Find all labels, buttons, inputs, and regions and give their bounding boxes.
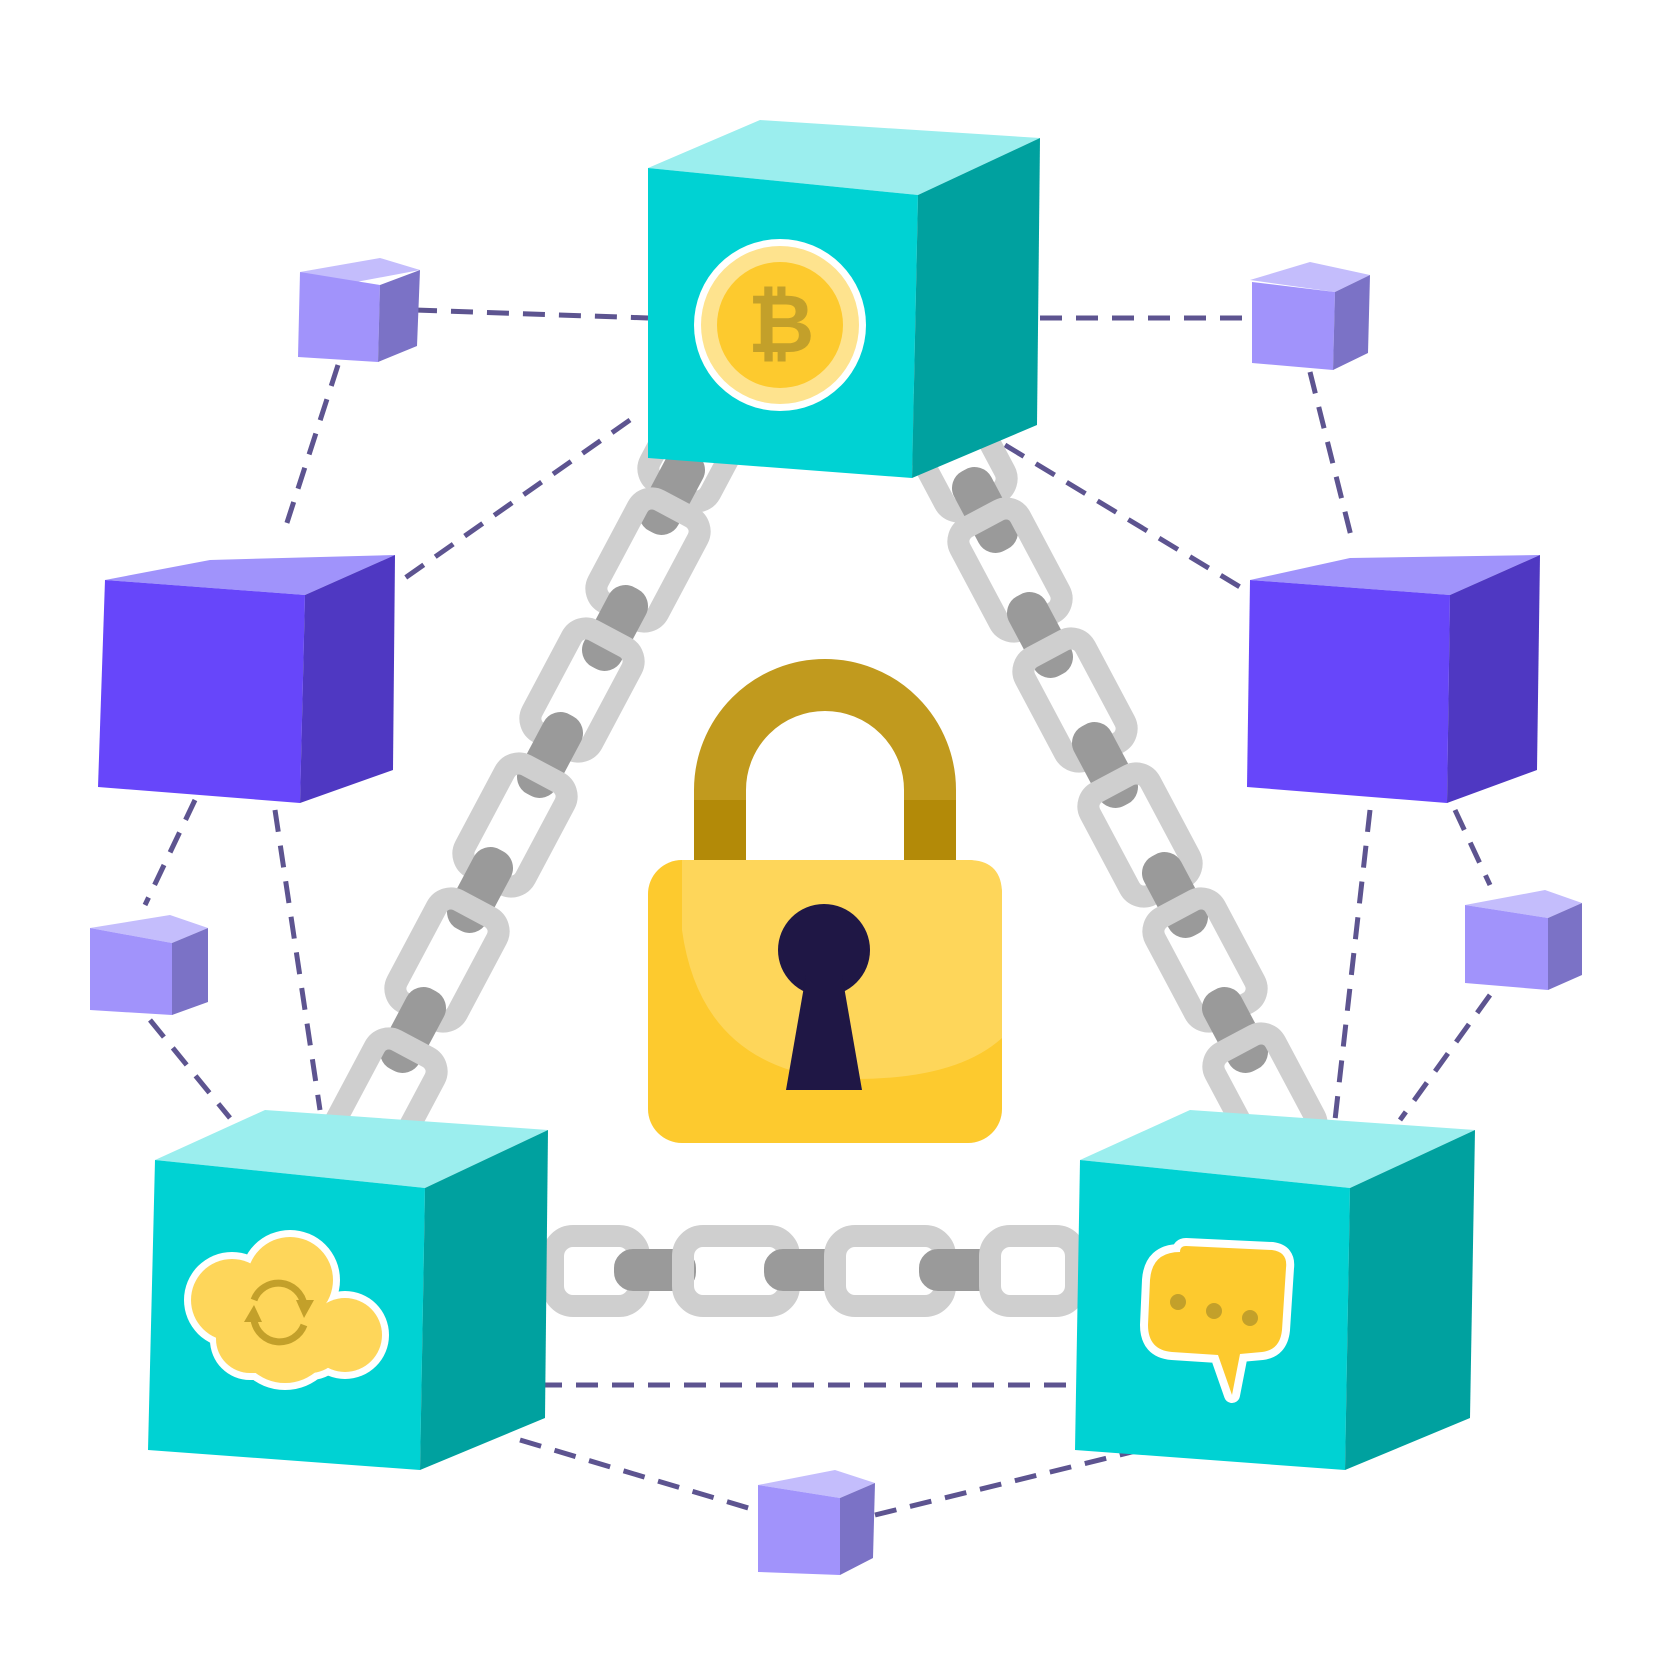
small-cube: [1250, 262, 1370, 370]
teal-cube-bottom-left: [148, 1110, 548, 1470]
connection-line: [148, 1018, 232, 1120]
bitcoin-icon: ₿: [694, 239, 866, 411]
connection-line: [1307, 371, 1355, 541]
connection-line: [414, 307, 649, 321]
connection-line: [1452, 808, 1493, 887]
connection-line: [280, 364, 341, 536]
network-connections: [142, 307, 1493, 1518]
padlock-icon: [648, 659, 1002, 1143]
connection-line: [142, 798, 198, 907]
connection-line: [1003, 442, 1247, 593]
small-cube: [758, 1470, 875, 1575]
cloud-sync-icon: [184, 1230, 389, 1390]
small-cube: [298, 258, 420, 362]
chain-bottom: [542, 1225, 1087, 1317]
purple-cube-right: [1247, 555, 1540, 803]
teal-cube-top: ₿: [648, 120, 1040, 478]
connection-line: [393, 417, 632, 588]
connection-line: [272, 809, 323, 1111]
connection-line: [1332, 809, 1373, 1121]
teal-cube-bottom-right: [1075, 1110, 1475, 1470]
small-cube: [90, 915, 208, 1015]
connection-line: [874, 1447, 1141, 1518]
connection-line: [519, 1437, 756, 1513]
connection-line: [1397, 993, 1493, 1122]
small-cube: [1465, 890, 1582, 990]
chat-bubble-icon: [1140, 1238, 1295, 1403]
svg-text:₿: ₿: [748, 277, 815, 372]
purple-cube-left: [98, 555, 395, 803]
